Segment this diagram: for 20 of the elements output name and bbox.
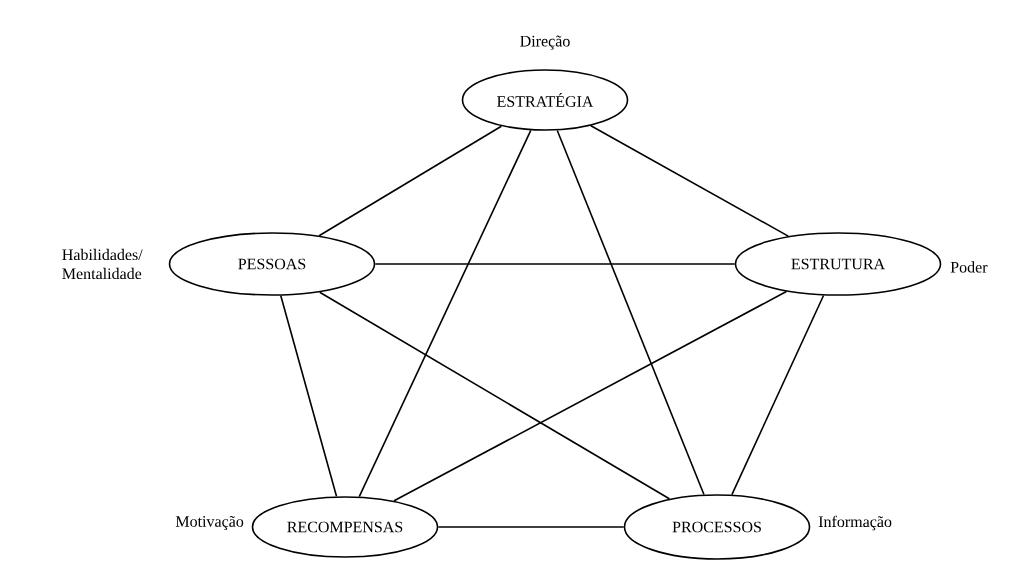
ellipse-node: PROCESSOS — [623, 494, 811, 560]
node-caption: Poder — [950, 261, 988, 273]
connector-line — [358, 129, 532, 498]
connector-line — [318, 125, 503, 237]
connector-line — [318, 291, 671, 500]
ellipse-node: ESTRUTURA — [734, 232, 942, 296]
connector-line — [731, 294, 825, 496]
connector-line — [280, 294, 338, 498]
ellipse-node: RECOMPENSAS — [251, 496, 439, 558]
connector-line — [556, 129, 705, 496]
ellipse-node: ESTRATÉGIA — [461, 69, 629, 131]
connector-line — [437, 526, 625, 528]
node-caption: Informação — [818, 515, 892, 531]
connector-line — [590, 124, 790, 237]
node-caption: Direção — [520, 35, 570, 50]
ellipse-node: PESSOAS — [168, 232, 376, 296]
connector-line — [393, 290, 788, 502]
node-caption: Motivação — [175, 515, 244, 531]
connector-line — [374, 263, 736, 265]
node-caption: Habilidades/ Mentalidade — [62, 248, 143, 280]
